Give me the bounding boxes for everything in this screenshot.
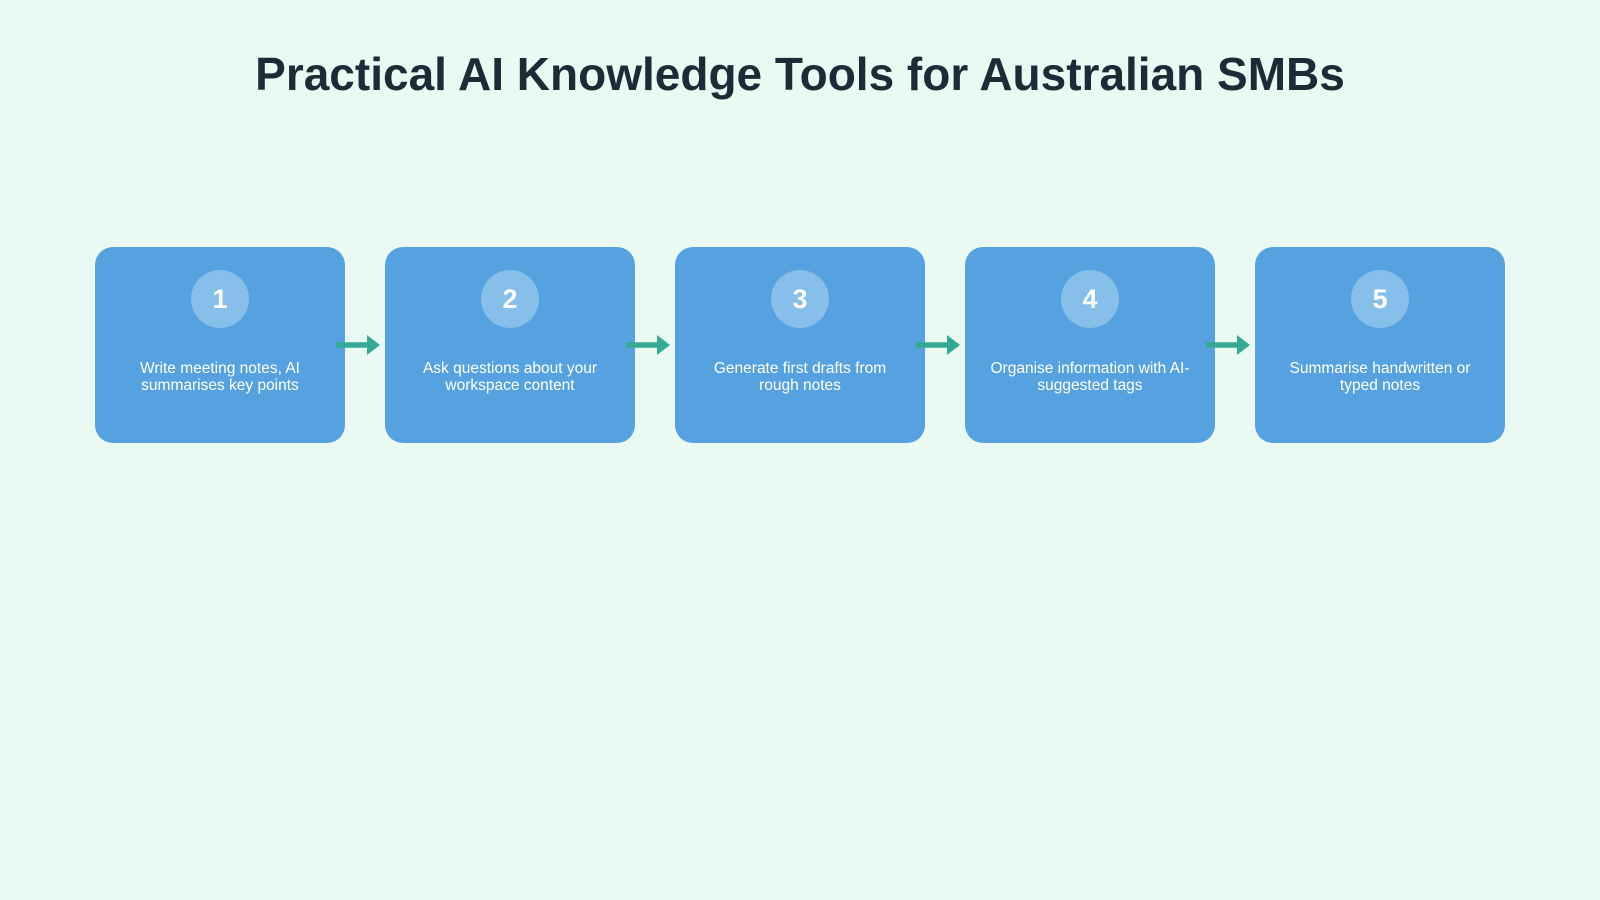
page-title: Practical AI Knowledge Tools for Austral… — [255, 48, 1345, 100]
step-number: 1 — [212, 283, 228, 314]
step-label: Organise information with AI-suggested t… — [990, 360, 1190, 395]
flow-connector — [336, 332, 385, 358]
right-arrow-icon — [1206, 335, 1250, 355]
step-card-2: 2 Ask questions about your workspace con… — [385, 247, 635, 443]
step-label: Generate first drafts from rough notes — [713, 360, 887, 395]
step-number-badge: 3 — [771, 270, 829, 328]
step-card-5: 5 Summarise handwritten or typed notes — [1255, 247, 1505, 443]
right-arrow-icon — [916, 335, 960, 355]
step-label: Write meeting notes, AI summarises key p… — [140, 360, 300, 395]
flow-connector — [626, 332, 675, 358]
right-arrow-icon — [626, 335, 670, 355]
step-card-4: 4 Organise information with AI-suggested… — [965, 247, 1215, 443]
step-label: Ask questions about your workspace conte… — [422, 360, 598, 395]
step-number-badge: 2 — [481, 270, 539, 328]
step-number-badge: 4 — [1061, 270, 1119, 328]
step-number: 5 — [1372, 283, 1388, 314]
flow-connector — [1206, 332, 1255, 358]
infographic-page: Practical AI Knowledge Tools for Austral… — [0, 0, 1600, 443]
step-card-3: 3 Generate first drafts from rough notes — [675, 247, 925, 443]
process-flow: 1 Write meeting notes, AI summarises key… — [95, 247, 1505, 443]
step-number-badge: 5 — [1351, 270, 1409, 328]
step-card-1: 1 Write meeting notes, AI summarises key… — [95, 247, 345, 443]
step-number: 2 — [502, 283, 518, 314]
step-number: 3 — [792, 283, 808, 314]
step-number-badge: 1 — [191, 270, 249, 328]
step-label: Summarise handwritten or typed notes — [1289, 360, 1471, 395]
right-arrow-icon — [336, 335, 380, 355]
step-number: 4 — [1082, 283, 1098, 314]
flow-connector — [916, 332, 965, 358]
